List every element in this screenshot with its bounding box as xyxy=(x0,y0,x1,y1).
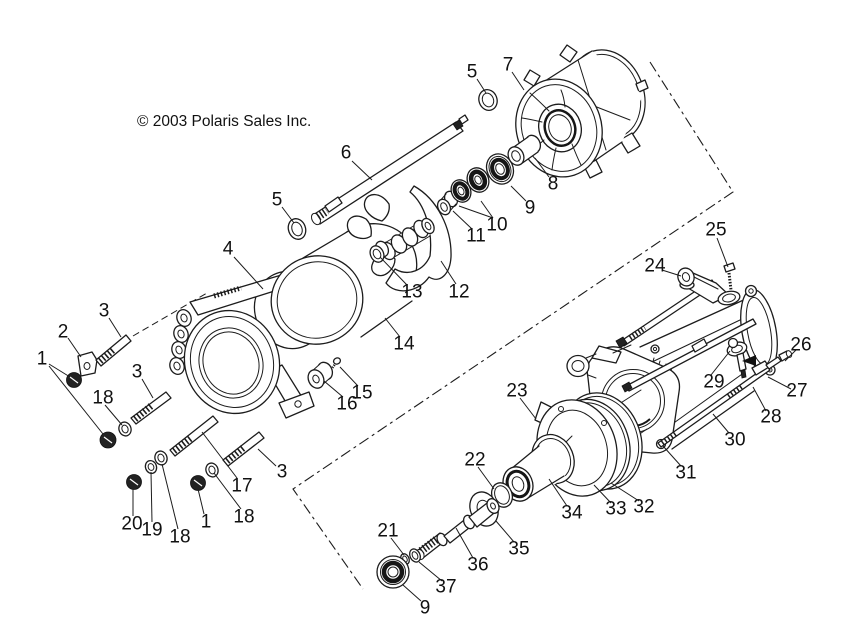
callout-20: 20 xyxy=(121,514,142,535)
callout-36: 36 xyxy=(467,555,488,576)
callout-17: 17 xyxy=(231,476,252,497)
callout-27: 27 xyxy=(786,381,807,402)
callout-33: 33 xyxy=(605,499,626,520)
callout-12: 12 xyxy=(448,282,469,303)
bearing-housing-part xyxy=(502,433,575,502)
callout-21: 21 xyxy=(377,521,398,542)
callout-19: 19 xyxy=(141,520,162,541)
callout-35: 35 xyxy=(508,539,529,560)
callout-18-a: 18 xyxy=(92,388,113,409)
callout-10: 10 xyxy=(486,215,507,236)
callout-23: 23 xyxy=(506,381,527,402)
callout-25: 25 xyxy=(705,220,726,241)
callout-29: 29 xyxy=(703,372,724,393)
callout-14: 14 xyxy=(393,334,415,355)
copyright-text: © 2003 Polaris Sales Inc. xyxy=(137,113,311,130)
callout-16: 16 xyxy=(336,394,357,415)
leader-lines xyxy=(48,71,797,602)
callout-34: 34 xyxy=(561,503,583,524)
left-hardware xyxy=(66,334,265,491)
callout-28: 28 xyxy=(760,407,781,428)
callout-5-b: 5 xyxy=(467,62,478,83)
callout-labels: 1 2 3 3 3 4 5 5 6 7 8 9 10 11 12 13 14 1… xyxy=(37,55,812,619)
callout-9-a: 9 xyxy=(525,198,536,219)
callout-1-a: 1 xyxy=(37,349,48,370)
direction-arrow xyxy=(742,355,756,366)
callout-13: 13 xyxy=(401,282,422,303)
callout-15: 15 xyxy=(351,383,372,404)
callout-30: 30 xyxy=(724,430,745,451)
oring-left-part xyxy=(287,218,307,240)
bearing-seal-stack xyxy=(436,134,542,216)
mount-part xyxy=(307,361,334,389)
callout-24: 24 xyxy=(644,256,666,277)
callout-26: 26 xyxy=(790,335,811,356)
callout-22: 22 xyxy=(464,450,485,471)
callout-5-a: 5 xyxy=(272,190,283,211)
callout-3-c: 3 xyxy=(277,462,288,483)
callout-6: 6 xyxy=(341,143,352,164)
callout-3-a: 3 xyxy=(99,301,110,322)
callout-18-b: 18 xyxy=(169,527,190,548)
callout-7: 7 xyxy=(503,55,514,76)
steering-pivot-assembly xyxy=(615,262,757,393)
callout-4: 4 xyxy=(223,239,234,260)
stud-17 xyxy=(169,415,219,457)
callout-18-c: 18 xyxy=(233,507,254,528)
callout-2: 2 xyxy=(58,322,69,343)
front-shaft-assembly xyxy=(376,482,514,589)
driveshaft-part xyxy=(310,114,469,226)
callout-11: 11 xyxy=(466,226,486,247)
callout-3-b: 3 xyxy=(132,362,143,383)
callout-8: 8 xyxy=(548,174,559,195)
oring-top-part xyxy=(478,89,498,111)
callout-9-b: 9 xyxy=(420,598,431,619)
callout-32: 32 xyxy=(633,497,654,518)
callout-37: 37 xyxy=(435,577,456,598)
impeller-part xyxy=(346,185,452,292)
callout-31: 31 xyxy=(675,463,696,484)
tie-rod-30-assembly xyxy=(657,350,793,448)
callout-1-b: 1 xyxy=(201,512,212,533)
